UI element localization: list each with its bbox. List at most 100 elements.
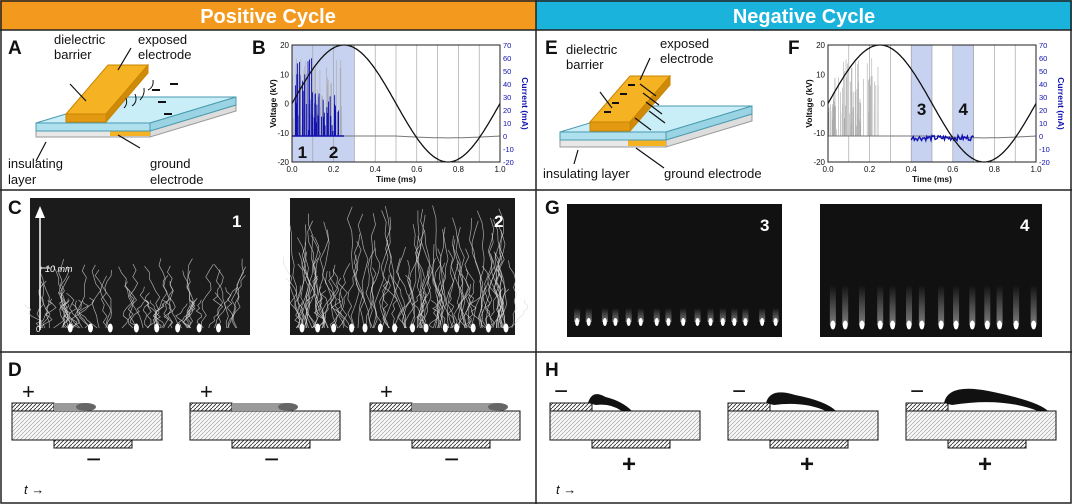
streamer — [447, 249, 455, 329]
glow-spot-flare — [877, 285, 884, 325]
streamer — [450, 239, 466, 329]
bottom-polarity-sign: + — [800, 451, 814, 478]
streamer — [128, 263, 139, 329]
glow-spot-flare — [742, 308, 749, 322]
dielectric-slab — [369, 410, 521, 441]
streamer — [408, 236, 422, 329]
streamer — [24, 304, 43, 329]
streamer — [142, 292, 150, 329]
panel-letter-G: G — [545, 198, 560, 219]
discharge-spot — [392, 323, 398, 333]
discharge-spot — [196, 323, 202, 333]
streamer — [393, 274, 413, 329]
top-polarity-sign: − — [910, 378, 924, 405]
photo-label-3: 3 — [760, 216, 769, 235]
streamer — [338, 263, 351, 329]
glow-spot-flare — [938, 285, 945, 325]
x-tick-label: 0.6 — [947, 165, 959, 174]
exposed-electrode — [11, 402, 55, 412]
glow-spot — [586, 318, 591, 326]
y-tick-label: 20 — [816, 41, 825, 50]
glow-spot — [906, 320, 912, 330]
glow-spot — [732, 318, 737, 326]
plasma-head — [488, 403, 508, 411]
streamer — [154, 258, 168, 329]
streamer — [304, 293, 317, 329]
streamer — [154, 298, 171, 329]
top-polarity-sign: + — [22, 379, 35, 404]
x-tick-label: 0.0 — [286, 165, 298, 174]
discharge-spot — [470, 323, 476, 333]
discharge-spot — [87, 323, 93, 333]
glow-spot — [877, 320, 883, 330]
streamer — [225, 287, 234, 329]
glow-spot — [842, 320, 848, 330]
glow-spot-flare — [637, 308, 644, 322]
glow-spot-flare — [719, 308, 726, 322]
y2-tick-label: 60 — [503, 54, 511, 63]
streamer — [53, 299, 67, 329]
y2-tick-label: -20 — [503, 158, 514, 167]
glow-spot — [969, 320, 975, 330]
dielectric-slab — [189, 410, 341, 441]
scale-label: 10 mm — [45, 264, 73, 274]
panel-letter-F: F — [788, 38, 800, 59]
streamer — [91, 264, 102, 329]
y-tick-label: -10 — [277, 129, 289, 138]
photo-G3: 3 — [567, 204, 782, 337]
glow-spot — [666, 318, 671, 326]
discharge-spot — [67, 323, 73, 333]
glow-spot-flare — [665, 308, 672, 322]
glow-spot — [760, 318, 765, 326]
streamer — [494, 252, 503, 329]
streamer — [453, 260, 469, 329]
panel-letter-D: D — [8, 360, 22, 381]
y2-tick-label: 30 — [1039, 93, 1047, 102]
y-axis-label: Voltage (kV) — [804, 79, 814, 128]
glow-spot — [638, 318, 643, 326]
streamer — [499, 288, 510, 329]
streamer — [79, 300, 89, 329]
streamer — [416, 266, 432, 329]
streamer — [454, 263, 465, 329]
glow-spot-flare — [953, 285, 960, 325]
glow-spot — [602, 318, 607, 326]
exposed-electrode — [189, 402, 233, 412]
x-tick-label: 0.0 — [822, 165, 834, 174]
streamer — [315, 286, 326, 329]
x-tick-label: 1.0 — [494, 165, 506, 174]
glow-spot-flare — [612, 308, 619, 322]
streamer — [76, 299, 98, 329]
streamer — [508, 299, 529, 329]
streamer — [100, 275, 112, 329]
streamer — [40, 298, 57, 329]
streamer — [297, 237, 325, 329]
y-axis-label: Voltage (kV) — [268, 79, 278, 128]
panel-letter-C: C — [8, 198, 22, 219]
y-tick-label: 0 — [821, 100, 826, 109]
streamer — [52, 265, 75, 329]
streamer — [476, 210, 485, 329]
streamer — [331, 298, 349, 329]
streamer — [175, 303, 189, 329]
y2-tick-label: 50 — [503, 67, 511, 76]
streamer — [58, 291, 71, 329]
x-tick-label: 0.4 — [906, 165, 918, 174]
zero-label: 0 — [36, 325, 41, 334]
positive-header-bg — [0, 0, 536, 30]
discharge-spot — [154, 323, 160, 333]
top-polarity-sign: + — [380, 379, 393, 404]
discharge-spot — [315, 323, 321, 333]
glow-spot-flare — [858, 285, 865, 325]
discharge-spot — [485, 323, 491, 333]
y2-axis-label: Current (mA) — [520, 77, 530, 130]
glow-spot-flare — [759, 308, 766, 322]
glow-spot — [919, 320, 925, 330]
streamer — [100, 269, 112, 329]
y2-tick-label: 20 — [1039, 106, 1047, 115]
discharge-spot — [349, 323, 355, 333]
dielectric-slab — [727, 410, 879, 441]
glow-spot-flare — [829, 285, 836, 325]
